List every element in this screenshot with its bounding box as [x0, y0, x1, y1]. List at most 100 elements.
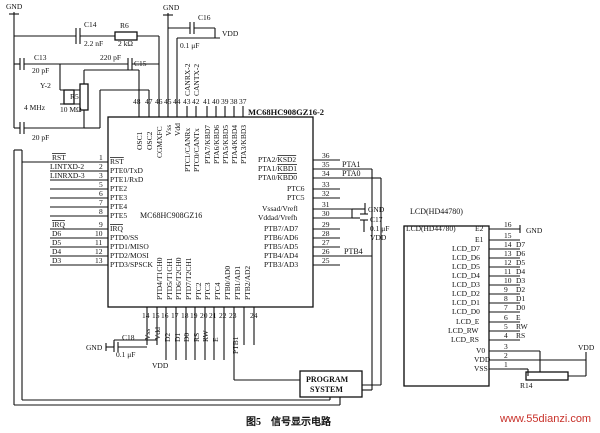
mcu-body — [107, 116, 314, 308]
pin-label: PTE5 — [110, 211, 127, 220]
pin-num: 16 — [161, 311, 169, 320]
lcd-pin-num: 2 — [504, 351, 508, 360]
lcd-pin-label: LCD_RS — [451, 335, 479, 344]
bottom-ext-d2: D2 — [163, 333, 172, 342]
pin-label: PTB1/AD1 — [233, 266, 242, 300]
pin-num: 19 — [190, 311, 198, 320]
net-pta0: PTA0 — [342, 169, 360, 178]
pin-label: PTB3/AD3 — [264, 260, 298, 269]
c17-value: 0.1 μF — [370, 224, 389, 233]
pin-label: PTA5/KBD5 — [221, 125, 230, 164]
lcd-pin-label: LCD_D5 — [452, 262, 480, 271]
lcd-pin-label: VDD — [474, 355, 491, 364]
left-ext-d3: D3 — [52, 256, 61, 265]
pin-label: PTB5/AD5 — [264, 242, 298, 251]
pin-num: 35 — [322, 160, 330, 169]
left-ext-rst: RST — [52, 153, 66, 162]
lcd-pin-label: V0 — [476, 346, 485, 355]
left-ext-d6: D6 — [52, 229, 61, 238]
pin-label: PTD5/T1CH1 — [165, 257, 174, 300]
lcd-pin-num: 5 — [504, 322, 508, 331]
lcd-pin-num: 3 — [504, 342, 508, 351]
pin-num: 21 — [209, 311, 217, 320]
lcd-pin-label: LCD_D6 — [452, 253, 480, 262]
vdd-label: VDD — [578, 343, 595, 352]
pin-num: 39 — [221, 97, 229, 106]
pin-label-irq: IRQ — [110, 224, 124, 233]
pin-label: PTE2 — [110, 184, 127, 193]
r6-label: R6 — [120, 21, 129, 30]
lcd-pin-num: 10 — [504, 276, 512, 285]
pin-label: PTB7/AD7 — [264, 224, 298, 233]
bottom-ext-d1: D1 — [173, 333, 182, 342]
lcd-pin-label: E2 — [475, 224, 484, 233]
pin-num: 3 — [99, 171, 103, 180]
lcd-net-gnd: GND — [526, 226, 543, 235]
vdd-label: VDD — [152, 361, 169, 370]
lcd-pin-num: 4 — [504, 331, 508, 340]
pin-label: PTA4/KBD4 — [230, 125, 239, 164]
pin-label: PTD4/T1CH0 — [155, 257, 164, 300]
gnd-label: GND — [368, 205, 385, 214]
pin-label: PTC3 — [203, 282, 212, 300]
pin-num: 27 — [322, 238, 330, 247]
gnd-label: GND — [163, 3, 180, 12]
pin-label: PTA0/KBD0 — [258, 173, 297, 182]
vdd-label: VDD — [222, 29, 239, 38]
pin-label: PTD1/MISO — [110, 242, 149, 251]
c17-circuit: GND C17 0.1 μF VDD — [351, 203, 389, 242]
oscillator-circuit: GND C14 2.2 nF R6 2 kΩ C13 20 pF 220 pF … — [6, 2, 239, 142]
pin-num: 12 — [95, 247, 103, 256]
program-line2: SYSTEM — [310, 385, 343, 394]
lcd-name: LCD(HD44780) — [406, 224, 456, 233]
pin-num: 24 — [250, 311, 258, 320]
c15-value: 220 pF — [100, 53, 121, 62]
lcd-pin-label: E1 — [475, 235, 484, 244]
bottom-ext-e: E — [211, 337, 220, 342]
c13-value: 20 pF — [32, 66, 49, 75]
pin-num: 6 — [99, 189, 103, 198]
pin-num: 48 — [133, 97, 141, 106]
pin-label: PTB6/AD6 — [264, 233, 298, 242]
bottom-ext-rw: RW — [201, 329, 210, 342]
lcd-pin-label: LCD_D2 — [452, 289, 480, 298]
pin-num: 30 — [322, 209, 330, 218]
pin-num: 22 — [219, 311, 227, 320]
mcu-name-top: MC68HC908GZ16-2 — [248, 107, 324, 117]
lcd-pin-label: LCD_D0 — [452, 307, 480, 316]
bottom-ext-vdd: Vdd — [153, 327, 162, 340]
lcd-net: E — [516, 313, 521, 322]
pin-label: PTA1/KBD1 — [258, 164, 297, 173]
lcd-pin-label: LCD_D3 — [452, 280, 480, 289]
pin-label: PTA3/KBD3 — [239, 125, 248, 164]
left-ext-d4: D4 — [52, 247, 61, 256]
lcd-net: D0 — [516, 303, 525, 312]
pin-label: PTE1/RxD — [110, 175, 144, 184]
y2-label: Y-2 — [40, 81, 51, 90]
lcd-net: D2 — [516, 285, 525, 294]
pin-label: PTA2/KSD2 — [258, 155, 296, 164]
lcd-pin-label: LCD_D7 — [452, 244, 480, 253]
pin-label: OSC2 — [145, 131, 154, 150]
lcd-net: D7 — [516, 240, 525, 249]
c18-label: C18 — [122, 333, 135, 342]
program-line1: PROGRAM — [306, 375, 349, 384]
pin-label: Vss — [164, 125, 173, 136]
lcd-module: LCD(HD44780) LCD(HD44780) E2 E1 LCD_D7 L… — [403, 207, 595, 390]
pin-num: 23 — [229, 311, 237, 320]
pin-num: 8 — [99, 207, 103, 216]
net-pta1: PTA1 — [342, 160, 360, 169]
pin-label: PTC2 — [194, 282, 203, 300]
pin-label: Vddad/Vrefh — [258, 213, 297, 222]
lcd-pin-label: VSS — [474, 364, 488, 373]
lcd-pin-num: 8 — [504, 294, 508, 303]
pin-num: 25 — [322, 256, 330, 265]
pin-label: PTD2/MOSI — [110, 251, 149, 260]
pin-label: PTD3/SPSCK — [110, 260, 154, 269]
pin-num: 29 — [322, 220, 330, 229]
lcd-pin-label: LCD_E — [456, 317, 480, 326]
left-ext-lintxd: LINTXD-2 — [50, 162, 84, 171]
left-ext-d5: D5 — [52, 238, 61, 247]
lcd-pin-num: 7 — [504, 303, 508, 312]
